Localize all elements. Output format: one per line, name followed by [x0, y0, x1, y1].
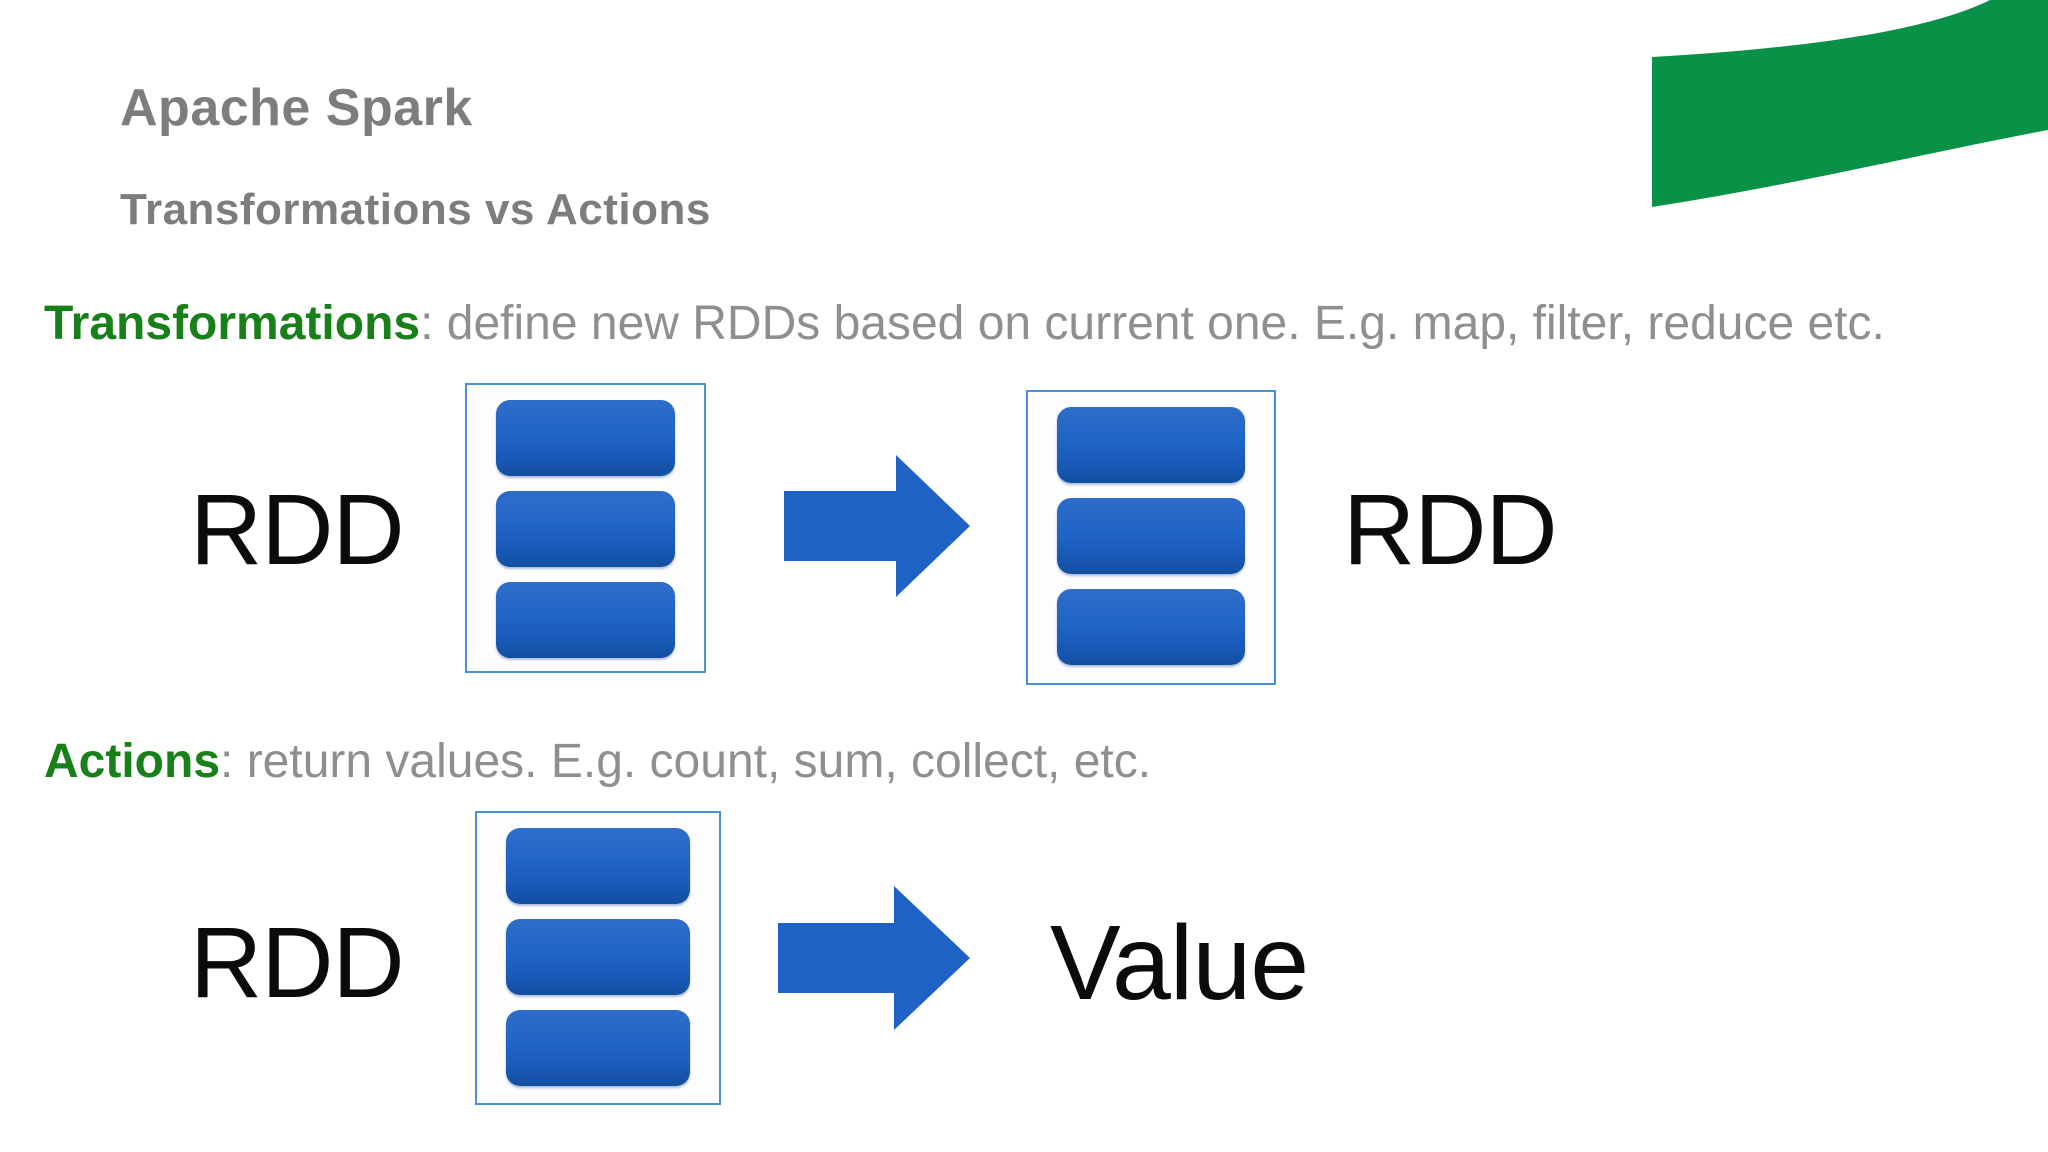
arrow-right-icon — [778, 886, 970, 1030]
transformations-keyword: Transformations — [44, 297, 421, 350]
transformations-output-rdd-label: RDD — [1343, 474, 1558, 586]
actions-description: : return values. E.g. count, sum, collec… — [220, 735, 1152, 788]
rdd-partition — [1057, 407, 1245, 483]
actions-input-rdd-label: RDD — [190, 907, 405, 1019]
actions-output-value-label: Value — [1050, 904, 1309, 1022]
transformations-input-rdd-label: RDD — [190, 474, 405, 586]
page-subtitle: Transformations vs Actions — [120, 185, 711, 234]
rdd-partition — [496, 491, 675, 567]
actions-keyword: Actions — [44, 735, 221, 788]
rdd-partition — [496, 400, 675, 476]
transformations-definition: Transformations: define new RDDs based o… — [44, 296, 1885, 351]
arrow-right-icon — [784, 455, 970, 597]
rdd-partition — [496, 582, 675, 658]
rdd-partition — [506, 1010, 690, 1086]
rdd-partition — [506, 919, 690, 995]
rdd-partition — [1057, 589, 1245, 665]
transformations-description: : define new RDDs based on current one. … — [420, 297, 1885, 350]
transformations-output-rdd-box — [1026, 390, 1276, 685]
actions-definition: Actions: return values. E.g. count, sum,… — [44, 734, 1151, 789]
rdd-partition — [506, 828, 690, 904]
actions-input-rdd-box — [475, 811, 721, 1105]
page-title: Apache Spark — [120, 79, 473, 137]
transformations-input-rdd-box — [465, 383, 706, 673]
rdd-partition — [1057, 498, 1245, 574]
